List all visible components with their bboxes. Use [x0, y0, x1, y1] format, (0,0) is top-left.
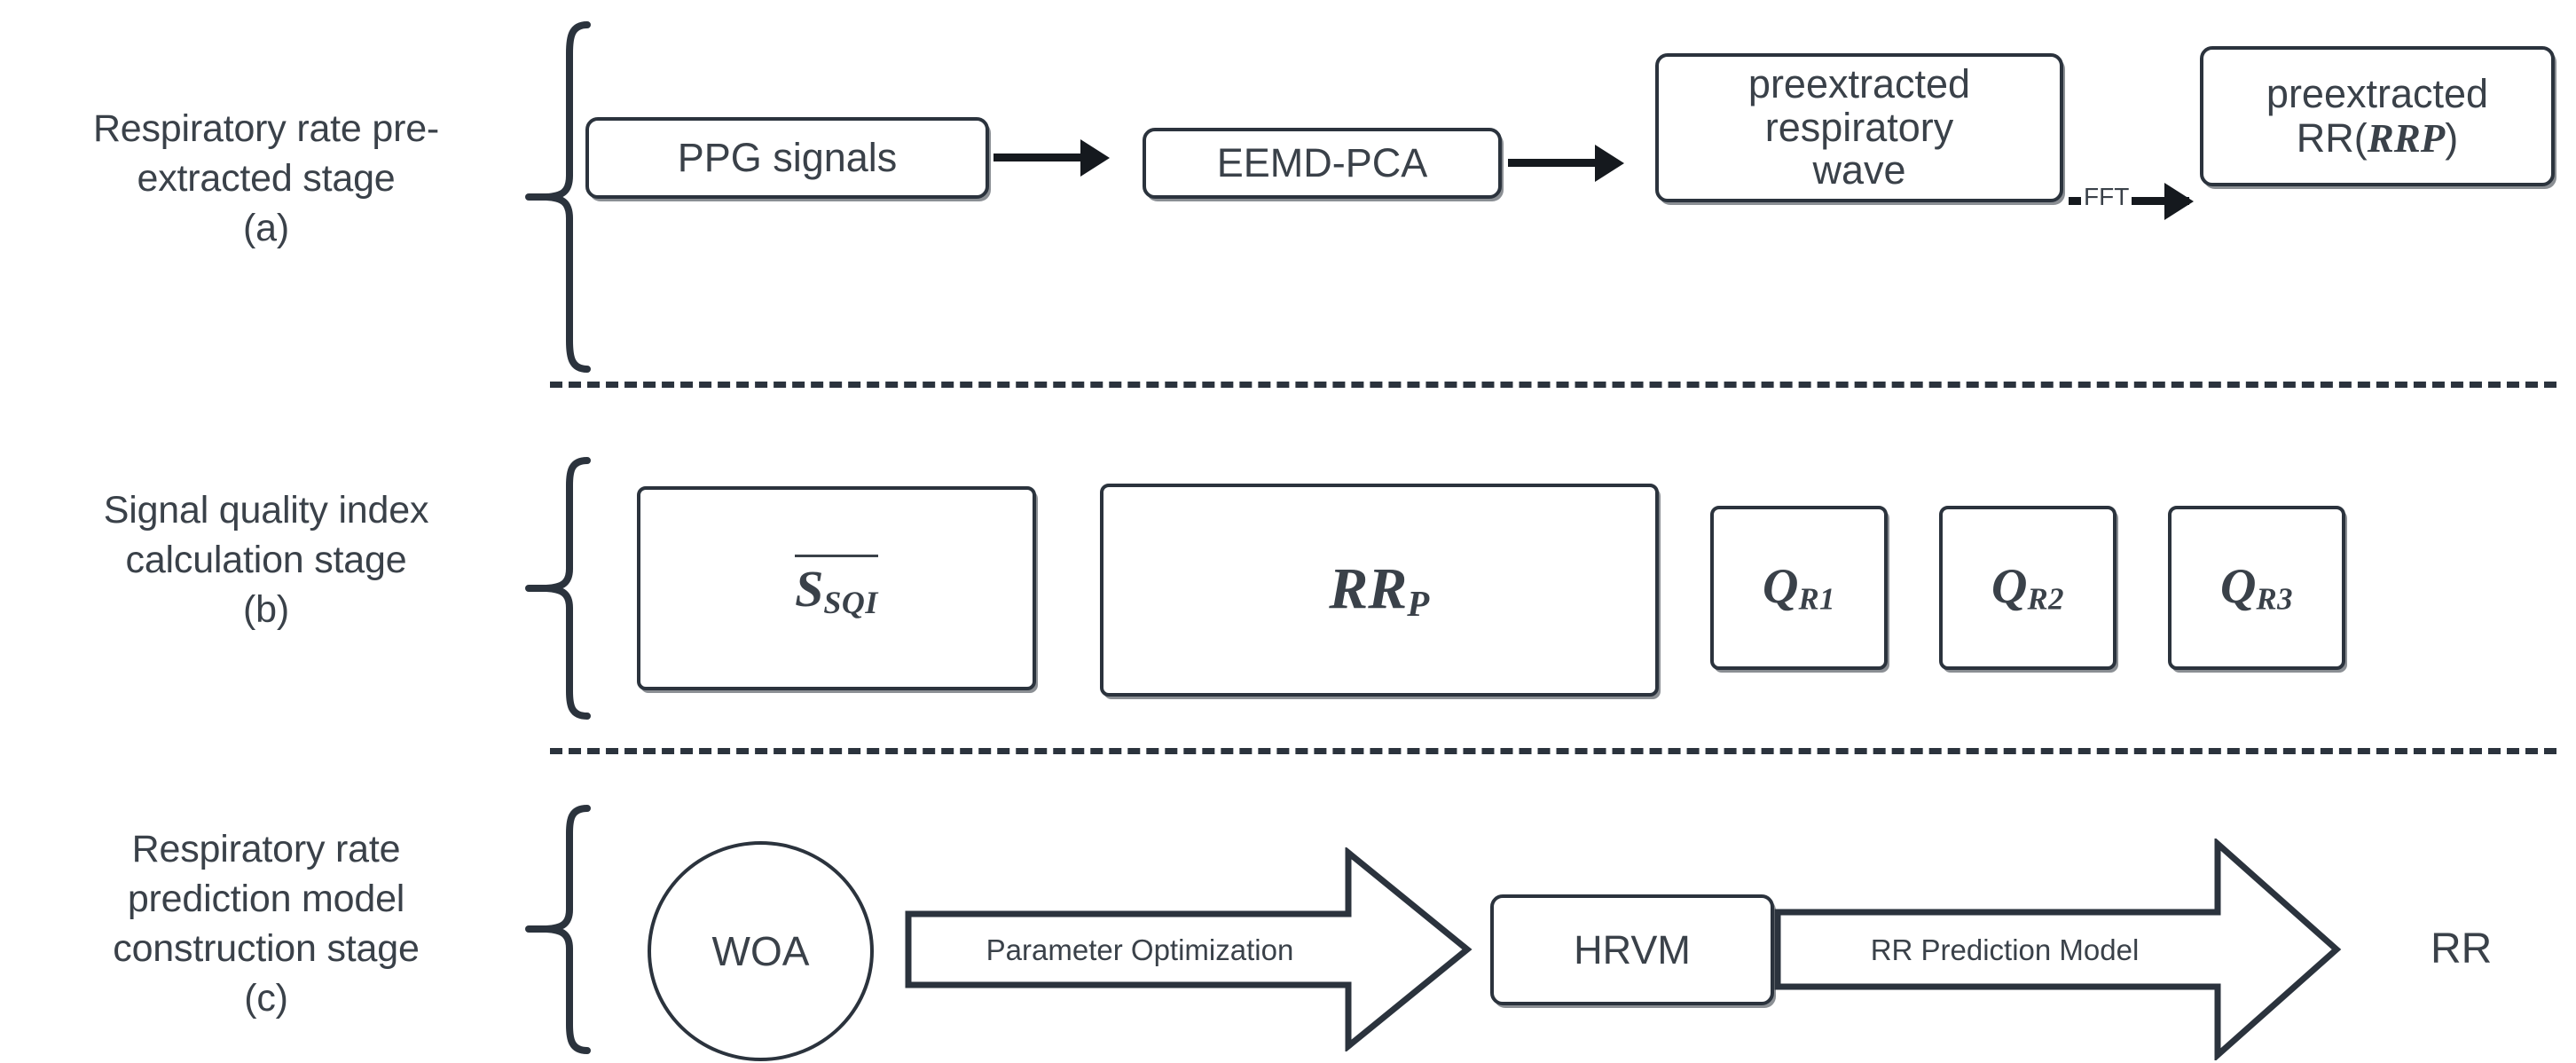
stage-a-caption: (a): [243, 206, 289, 249]
brace-stage-a: [523, 20, 603, 374]
brace-stage-c: [523, 803, 603, 1056]
node-prerr-math: RR: [2367, 116, 2421, 161]
node-ssqi-math: SSQI: [795, 555, 878, 621]
brace-c-icon: [525, 805, 591, 1054]
node-wave-line2: respiratory: [1764, 104, 1954, 150]
node-ppg-signals-label: PPG signals: [677, 135, 898, 181]
node-rrp-symbol: RR: [1329, 555, 1408, 621]
arrow-ppg-to-eemd-head: [1080, 139, 1110, 177]
node-rrp[interactable]: RRP: [1100, 484, 1659, 697]
node-qr2-sub: R2: [2027, 581, 2064, 617]
stage-label-c: Respiratory rate prediction model constr…: [18, 825, 514, 1024]
stage-c-caption: (c): [244, 976, 288, 1020]
node-qr2[interactable]: QR2: [1939, 506, 2117, 670]
node-qr2-symbol: Q: [1991, 559, 2028, 615]
stage-c-line3: construction stage: [113, 926, 420, 970]
node-ssqi-symbol: S: [795, 560, 824, 618]
brace-a-icon: [525, 21, 591, 373]
node-qr3-symbol: Q: [2220, 559, 2257, 615]
arrow-fft-label: FFT: [2081, 183, 2132, 211]
block-arrow-parameter-optimization-icon: [905, 846, 1473, 1053]
stage-label-a: Respiratory rate pre- extracted stage (a…: [18, 105, 514, 254]
arrow-eemd-to-wave-line: [1508, 159, 1597, 167]
node-ppg-signals[interactable]: PPG signals: [585, 117, 989, 199]
node-ssqi-sub: SQI: [823, 585, 878, 621]
stage-b-line1: Signal quality index: [103, 489, 429, 532]
arrow-eemd-to-wave-head: [1595, 145, 1624, 182]
node-prerr-line1: preextracted: [2266, 70, 2489, 116]
stage-b-caption: (b): [243, 587, 289, 631]
node-rrp-sub: P: [1407, 583, 1430, 624]
node-prerr-prefix: RR(: [2296, 115, 2368, 161]
block-arrow-rr-prediction-model[interactable]: [1774, 837, 2342, 1062]
node-qr2-math: QR2: [1991, 557, 2064, 618]
node-woa-label: WOA: [711, 928, 810, 974]
node-preextracted-respiratory-wave[interactable]: preextracted respiratory wave: [1655, 53, 2063, 202]
node-qr1-sub: R1: [1798, 581, 1835, 617]
stage-label-b: Signal quality index calculation stage (…: [18, 486, 514, 635]
stage-c-line2: prediction model: [127, 877, 405, 920]
node-eemd-pca-label: EEMD-PCA: [1216, 140, 1428, 186]
node-qr3-sub: R3: [2256, 581, 2293, 617]
block-arrow-parameter-optimization-label: Parameter Optimization: [986, 933, 1294, 966]
node-wave-line1: preextracted: [1747, 61, 1971, 107]
node-prerr-line2: RR(RRP): [2296, 115, 2459, 161]
brace-b-icon: [525, 457, 591, 720]
separator-b-c: [550, 748, 2556, 754]
stage-b-line2: calculation stage: [125, 538, 407, 581]
block-arrow-rr-prediction-model-label: RR Prediction Model: [1870, 933, 2140, 966]
node-woa[interactable]: WOA: [648, 841, 874, 1061]
node-ssqi[interactable]: SSQI: [637, 486, 1036, 690]
node-prerr-suffix: ): [2445, 115, 2459, 161]
node-rrp-math: RRP: [1329, 555, 1430, 626]
node-hrvm-label: HRVM: [1574, 926, 1691, 972]
node-hrvm[interactable]: HRVM: [1490, 894, 1774, 1005]
node-qr3[interactable]: QR3: [2168, 506, 2345, 670]
node-preextracted-rr[interactable]: preextracted RR(RRP): [2200, 46, 2555, 186]
block-arrow-parameter-optimization[interactable]: [905, 846, 1473, 1053]
arrow-wave-to-rr-head: [2164, 183, 2194, 220]
stage-c-line1: Respiratory rate: [131, 828, 401, 870]
brace-stage-b: [523, 455, 603, 721]
node-wave-line3: wave: [1812, 147, 1906, 193]
node-eemd-pca[interactable]: EEMD-PCA: [1143, 128, 1502, 199]
node-qr1-symbol: Q: [1763, 559, 1799, 615]
node-qr3-math: QR3: [2220, 557, 2293, 618]
output-rr-label: RR: [2431, 925, 2493, 972]
block-arrow-rr-prediction-model-icon: [1774, 837, 2342, 1062]
node-qr1-math: QR1: [1763, 557, 1835, 618]
separator-a-b: [550, 382, 2556, 388]
node-prerr-sub: P: [2420, 116, 2446, 161]
stage-a-line2: extracted stage: [137, 156, 396, 200]
stage-a-line1: Respiratory rate pre-: [92, 107, 440, 150]
node-qr1[interactable]: QR1: [1710, 506, 1888, 670]
arrow-ppg-to-eemd-line: [993, 154, 1082, 161]
